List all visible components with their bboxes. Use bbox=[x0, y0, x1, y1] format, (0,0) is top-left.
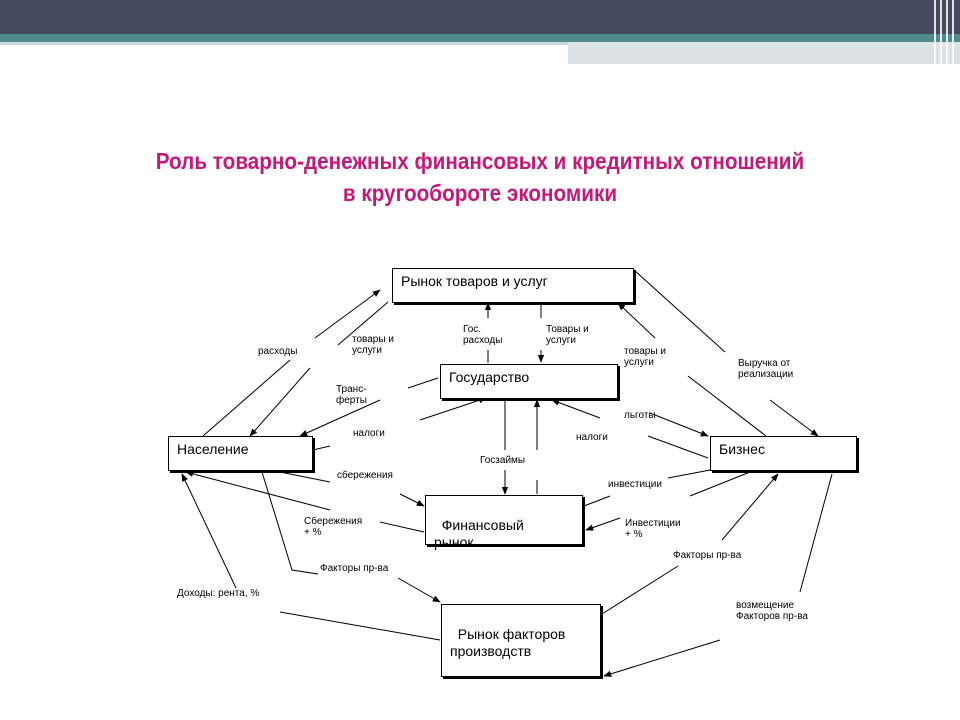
arrow-income-1 bbox=[279, 611, 441, 641]
node-state: Государство bbox=[440, 364, 618, 399]
label-goods-services-pop: товары и услуги bbox=[352, 334, 394, 356]
arrow-revenue-2 bbox=[769, 399, 819, 437]
arrow-taxes-pop-2 bbox=[419, 397, 487, 421]
node-goods-market: Рынок товаров и услуг bbox=[392, 268, 634, 303]
top-bar bbox=[0, 0, 960, 34]
label-revenue: Выручка от реализации bbox=[738, 358, 794, 380]
label-investments: инвестиции bbox=[608, 479, 662, 490]
top-stripe-right bbox=[568, 42, 960, 64]
arrow-investments-pct-2 bbox=[585, 517, 621, 531]
label-benefits: льготы bbox=[624, 410, 656, 421]
node-factor-market: Рынок факторов производств bbox=[441, 604, 601, 677]
label-goods-services-state: Товары и услуги bbox=[546, 324, 589, 346]
node-factor-market-label: Рынок факторов производств bbox=[450, 626, 566, 659]
arrow-investments-pct-1 bbox=[689, 471, 751, 497]
arrow-transfers-2 bbox=[299, 399, 381, 437]
arrow-savings-pct-1 bbox=[379, 521, 425, 533]
node-business: Бизнес bbox=[710, 436, 857, 471]
node-population: Население bbox=[168, 436, 313, 471]
title-line-2: в кругообороте экономики bbox=[342, 180, 618, 206]
label-reimbursement: возмещение Факторов пр-ва bbox=[736, 600, 808, 622]
arrow-factors-pop-2 bbox=[397, 577, 441, 603]
arrow-transfers bbox=[407, 377, 439, 389]
label-expenses: расходы bbox=[258, 346, 298, 357]
node-financial-market-label: Финансовый рынок bbox=[434, 517, 524, 550]
label-transfers: Транс- ферты bbox=[336, 384, 367, 406]
arrow-goods-bus-2 bbox=[687, 375, 767, 437]
label-gov-expenses: Гос. расходы bbox=[463, 324, 503, 346]
arrow-savings-1 bbox=[269, 469, 331, 483]
arrow-factors-bus-1 bbox=[601, 565, 679, 615]
arrow-investments-1 bbox=[583, 495, 611, 507]
label-investments-pct: Инвестиции + % bbox=[625, 518, 681, 540]
top-stripe-light bbox=[0, 42, 960, 45]
arrow-factors-bus-2 bbox=[721, 473, 779, 541]
label-factors-pop: Факторы пр-ва bbox=[320, 563, 389, 574]
arrow-benefits-2 bbox=[649, 412, 709, 437]
arrow-expenses-2 bbox=[314, 289, 381, 339]
node-business-label: Бизнес bbox=[719, 441, 765, 457]
arrow-savings-2 bbox=[399, 493, 425, 507]
label-gov-loans: Госзаймы bbox=[480, 455, 526, 466]
arrow-goods-pop-1 bbox=[337, 301, 389, 346]
arrow-expenses-1 bbox=[202, 359, 291, 437]
label-taxes-pop: налоги bbox=[353, 428, 385, 439]
label-savings: сбережения bbox=[337, 470, 393, 481]
decorative-vertical-bars bbox=[930, 0, 960, 64]
arrow-goods-bus-1 bbox=[617, 302, 656, 339]
arrow-taxes-bus-2 bbox=[551, 399, 601, 419]
title-line-1: Роль товарно-денежных финансовых и креди… bbox=[155, 148, 805, 174]
label-savings-pct: Сбережения + % bbox=[304, 516, 363, 538]
label-goods-services-bus: товары и услуги bbox=[624, 346, 666, 368]
label-taxes-bus: налоги bbox=[576, 432, 608, 443]
arrow-reimbursement-1 bbox=[799, 473, 833, 593]
slide-title: Роль товарно-денежных финансовых и креди… bbox=[48, 145, 912, 209]
label-factors-bus: Факторы пр-ва bbox=[673, 550, 742, 561]
arrow-goods-pop-2 bbox=[249, 367, 311, 437]
arrow-taxes-bus-1 bbox=[647, 435, 709, 459]
arrow-savings-pct-2 bbox=[185, 470, 331, 511]
arrow-revenue-1 bbox=[633, 269, 726, 353]
arrow-income-2 bbox=[181, 473, 237, 589]
top-stripe bbox=[0, 34, 960, 42]
arrow-factors-pop bbox=[261, 471, 319, 575]
node-goods-market-label: Рынок товаров и услуг bbox=[401, 273, 548, 289]
node-financial-market: Финансовый рынок bbox=[425, 495, 583, 550]
arrow-reimbursement-2 bbox=[603, 639, 721, 677]
node-population-label: Население bbox=[177, 441, 249, 457]
node-state-label: Государство bbox=[449, 369, 530, 385]
label-income: Доходы: рента, % bbox=[177, 588, 260, 599]
